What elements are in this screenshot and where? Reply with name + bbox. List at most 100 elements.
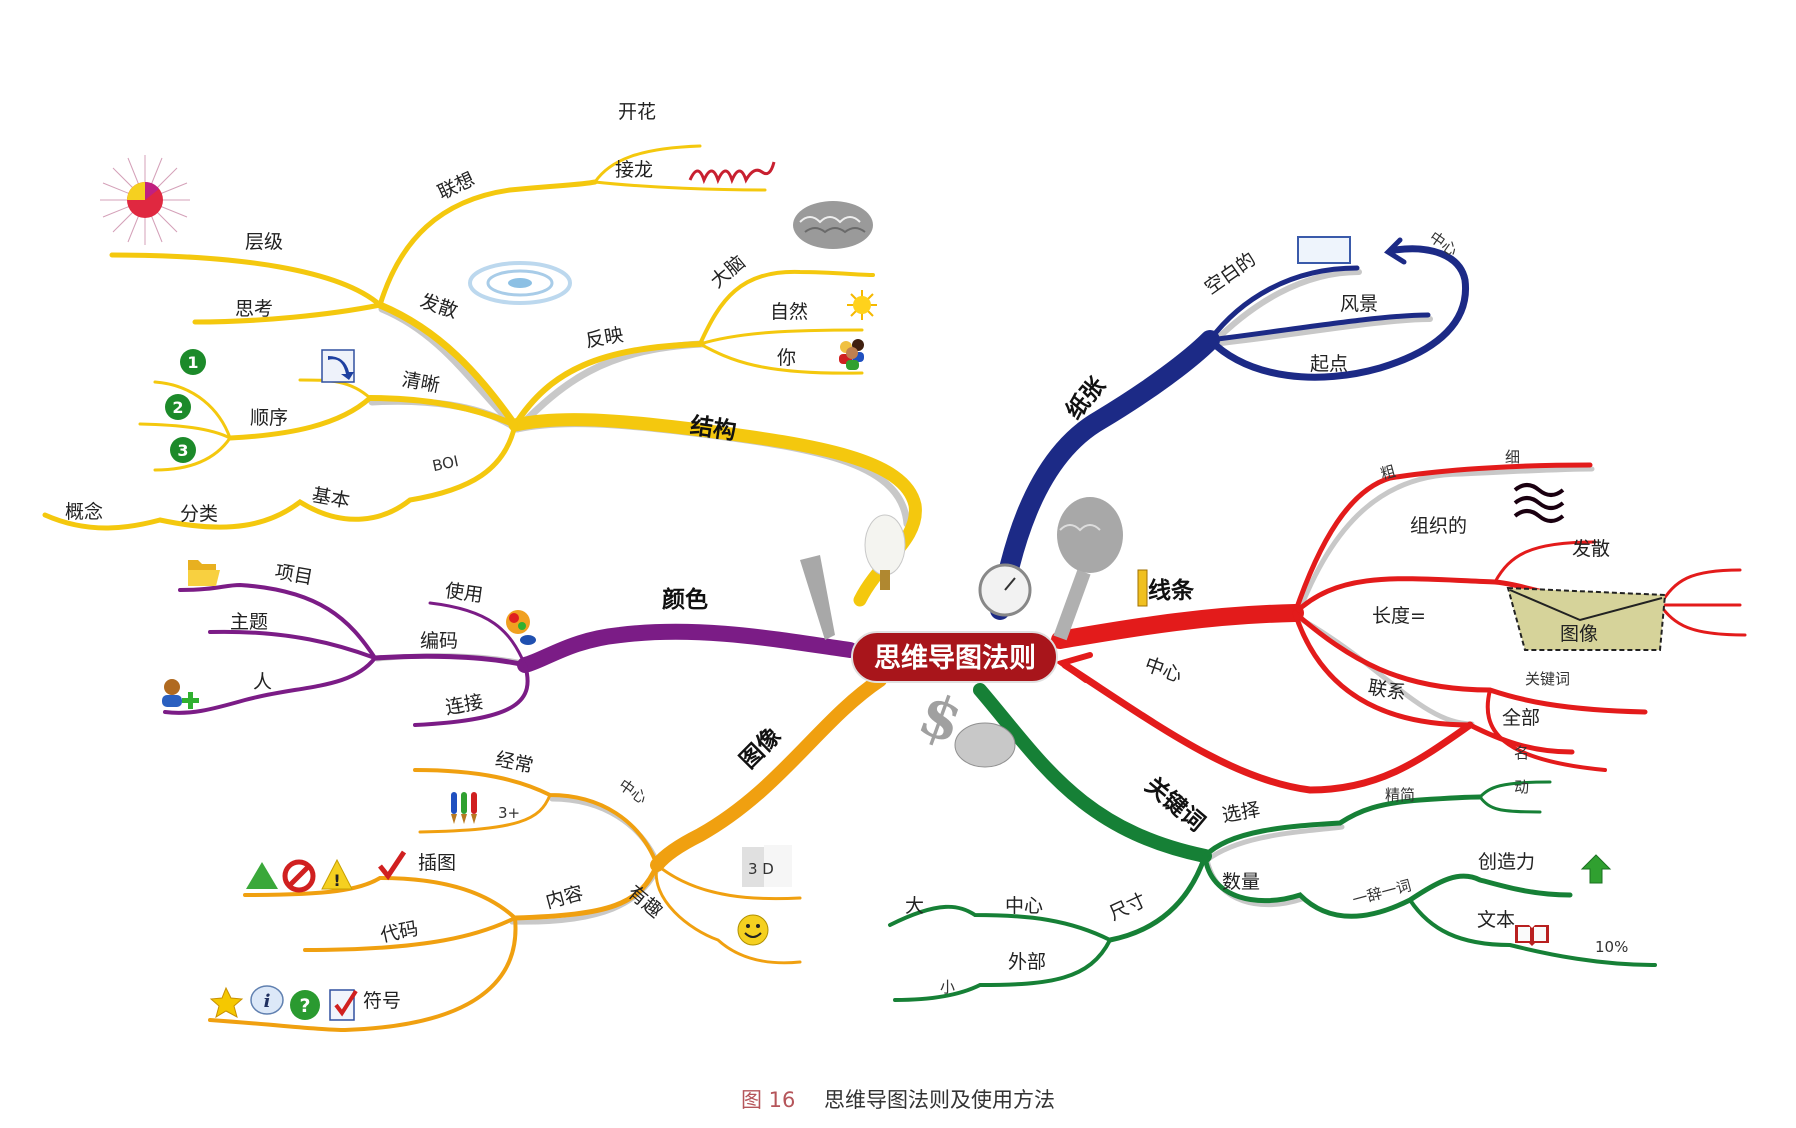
label-hierarchy: 层级: [245, 231, 283, 253]
label-concise: 精简: [1385, 786, 1415, 804]
label-noun: 名: [1514, 744, 1529, 762]
label-person: 人: [253, 671, 272, 693]
figure-caption: 图 16 思维导图法则及使用方法: [0, 1084, 1796, 1114]
brain-icon: [793, 201, 873, 249]
center-title: 思维导图法则: [874, 643, 1036, 674]
figure-number: 图 16: [740, 1088, 796, 1112]
paint-brushes-icon: [451, 792, 477, 824]
number-3-icon: 3: [170, 437, 196, 463]
label-three-d: 3 D: [748, 860, 774, 878]
label-big: 大: [905, 895, 924, 917]
blank-rectangle-icon: [1297, 236, 1351, 264]
people-icon: [839, 339, 864, 370]
svg-text:3: 3: [177, 441, 188, 460]
label-project: 项目: [273, 561, 314, 589]
triangle-icon: [246, 862, 278, 889]
label-boi: BOI: [431, 452, 460, 475]
label-three-plus: 3+: [498, 804, 520, 822]
label-choose: 选择: [1220, 799, 1261, 827]
branch-paper: [990, 237, 1470, 620]
label-color: 颜色: [662, 586, 708, 613]
smiley-icon: [737, 914, 769, 946]
label-code-orange: 代码: [378, 918, 420, 947]
label-structure: 结构: [688, 412, 737, 445]
open-book-icon: [1515, 925, 1549, 946]
envelope-image-icon: [1506, 586, 1667, 651]
label-think: 思考: [235, 298, 273, 320]
label-creativity: 创造力: [1478, 851, 1535, 873]
arrow-down-right-icon: [321, 349, 355, 383]
label-percent: 10%: [1595, 938, 1628, 956]
branch-structure: [42, 144, 922, 607]
label-use: 使用: [444, 580, 485, 607]
label-green-center: 中心: [1005, 895, 1043, 917]
water-drop-icon: [468, 261, 572, 305]
label-lines: 线条: [1148, 577, 1194, 604]
folder-icon: [188, 560, 220, 586]
label-lines-keyword: 关键词: [1525, 670, 1570, 688]
no-entry-icon: [282, 859, 316, 893]
label-verb: 动: [1514, 778, 1529, 796]
label-connect: 联系: [1366, 676, 1407, 704]
figure-title: 思维导图法则及使用方法: [824, 1088, 1056, 1112]
label-diverge-yellow: 发散: [417, 290, 460, 323]
question-icon: ?: [290, 990, 320, 1020]
label-lines-diverge: 发散: [1572, 538, 1610, 560]
label-illustration: 插图: [418, 852, 456, 874]
label-topic: 主题: [230, 611, 268, 633]
branch-image: [208, 673, 887, 1033]
label-lines-center: 中心: [1142, 653, 1185, 687]
branch-color: [163, 582, 858, 727]
svg-text:?: ?: [299, 995, 310, 1017]
center-node[interactable]: 思维导图法则: [851, 631, 1058, 683]
spring-wave-icon: [688, 161, 776, 185]
label-image-center: 中心: [615, 776, 650, 808]
label-symbol: 符号: [363, 990, 401, 1012]
svg-text:1: 1: [187, 353, 198, 372]
label-bloom: 开花: [618, 101, 656, 123]
sun-icon: [847, 290, 877, 320]
label-thin: 细: [1505, 448, 1520, 466]
label-content: 内容: [543, 882, 585, 913]
label-concept: 概念: [65, 500, 103, 523]
label-start: 起点: [1310, 353, 1348, 375]
label-outer: 外部: [1008, 951, 1046, 973]
branch-lines: [1051, 462, 1747, 794]
svg-text:!: !: [333, 871, 340, 890]
svg-text:i: i: [264, 991, 271, 1012]
label-all: 全部: [1502, 707, 1540, 729]
star-icon: [209, 986, 244, 1019]
cube-3d-icon: [742, 845, 792, 887]
green-up-arrow-icon: [1580, 854, 1612, 884]
document-check-icon: [329, 989, 358, 1021]
label-nature: 自然: [770, 301, 808, 323]
palette-icon: [506, 610, 536, 645]
label-landscape: 风景: [1340, 293, 1378, 315]
label-length: 长度=: [1372, 605, 1426, 627]
label-reflect: 反映: [584, 324, 625, 352]
label-keyword: 关键词: [1140, 772, 1210, 837]
warning-icon: !: [321, 858, 353, 890]
label-lines-image: 图像: [1560, 623, 1598, 645]
label-quantity: 数量: [1222, 871, 1260, 893]
label-organized: 组织的: [1410, 515, 1467, 537]
label-text: 文本: [1477, 909, 1515, 931]
label-code-purple: 编码: [420, 630, 458, 652]
number-1-icon: 1: [180, 349, 206, 375]
checkmark-icon: [378, 850, 407, 881]
label-small: 小: [940, 978, 955, 996]
label-blank: 空白的: [1201, 248, 1260, 299]
person-add-icon: [162, 679, 199, 709]
number-2-icon: 2: [165, 394, 191, 420]
label-relay: 接龙: [615, 159, 653, 181]
label-classify: 分类: [180, 503, 218, 525]
label-you: 你: [777, 347, 796, 369]
ruler-icon: [1137, 569, 1148, 607]
info-icon: i: [250, 985, 284, 1015]
swiss-knife-tools-icon: $: [800, 497, 1123, 768]
label-thick: 粗: [1379, 462, 1398, 483]
label-clear: 清晰: [400, 369, 441, 397]
label-size: 尺寸: [1106, 889, 1150, 925]
label-order: 顺序: [250, 407, 288, 429]
